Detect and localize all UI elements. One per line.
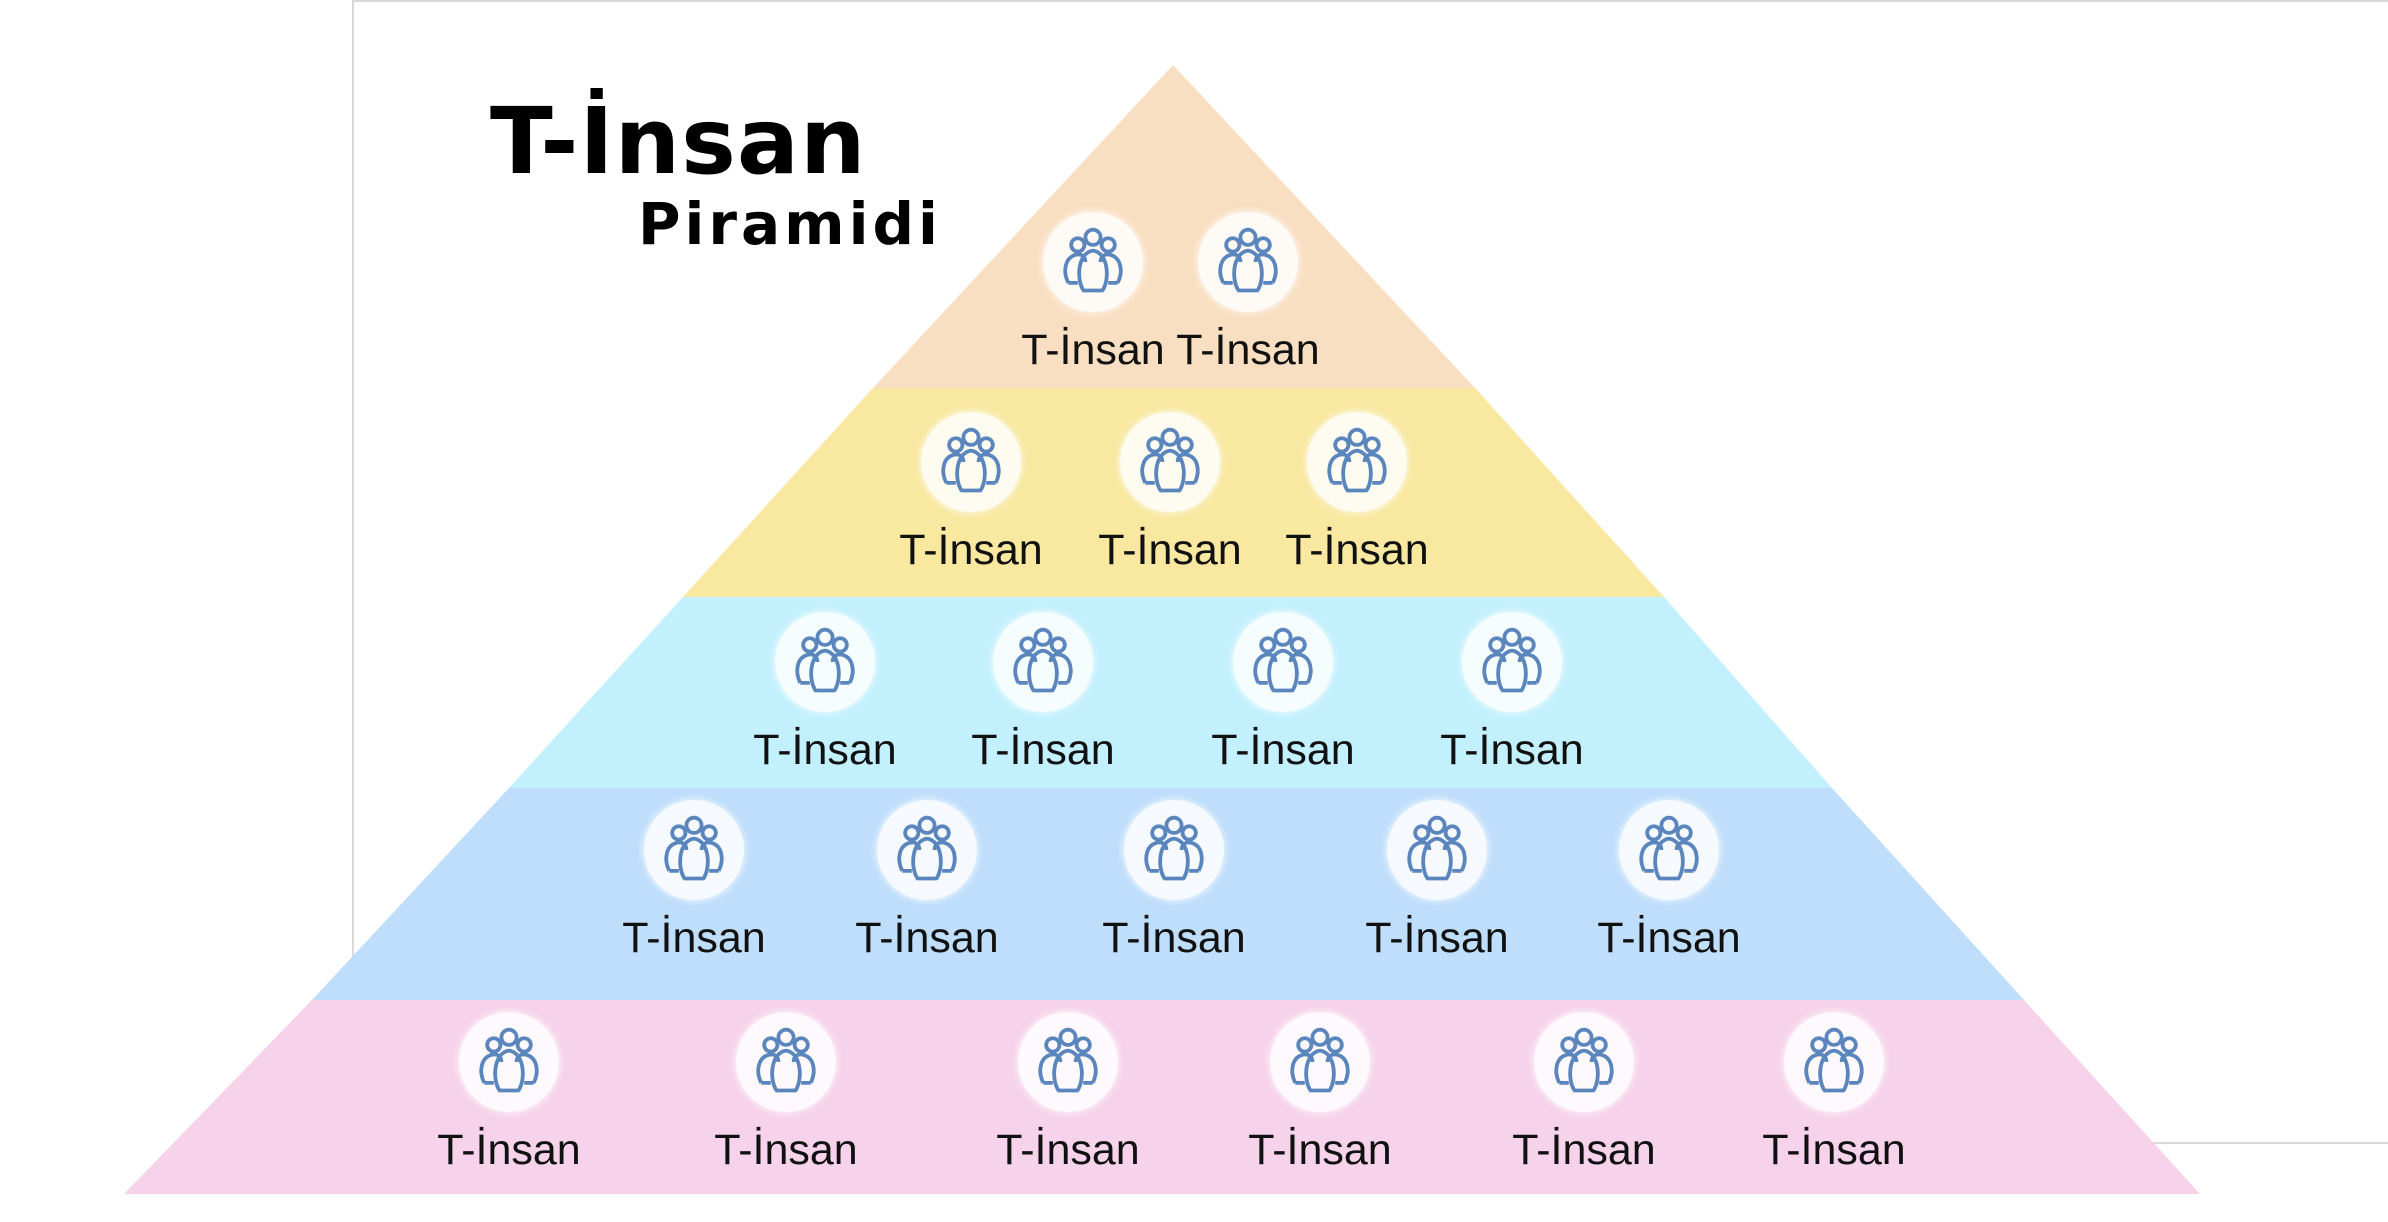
people-group-icon <box>1534 1012 1634 1112</box>
node-label: T-İnsan <box>899 526 1043 574</box>
node-label: T-İnsan <box>622 914 766 962</box>
node-label: T-İnsan <box>855 914 999 962</box>
node-label: T-İnsan <box>1762 1126 1906 1174</box>
people-group-icon <box>1124 800 1224 900</box>
pyramid-node: T-İnsan <box>609 800 779 1010</box>
pyramid-node: T-İnsan <box>701 1012 871 1222</box>
pyramid-node: T-İnsan <box>1085 412 1255 622</box>
node-label: T-İnsan <box>1285 526 1429 574</box>
pyramid-node: T-İnsan <box>740 612 910 822</box>
node-label: T-İnsan <box>1597 914 1741 962</box>
people-group-icon <box>1043 212 1143 312</box>
node-label: T-İnsan <box>1248 1126 1392 1174</box>
diagram-subtitle: Piramidi <box>638 190 942 258</box>
node-label: T-İnsan <box>1365 914 1509 962</box>
people-group-icon <box>1784 1012 1884 1112</box>
node-label: T-İnsan <box>996 1126 1140 1174</box>
pyramid-node: T-İnsan <box>842 800 1012 1010</box>
pyramid-node: T-İnsan <box>958 612 1128 822</box>
people-group-icon <box>1307 412 1407 512</box>
pyramid-node: T-İnsan <box>1352 800 1522 1010</box>
people-group-icon <box>921 412 1021 512</box>
node-label: T-İnsan <box>1098 526 1242 574</box>
node-label: T-İnsan <box>1021 326 1165 374</box>
people-group-icon <box>736 1012 836 1112</box>
pyramid-node: T-İnsan <box>1749 1012 1919 1222</box>
people-group-icon <box>1619 800 1719 900</box>
people-group-icon <box>1387 800 1487 900</box>
pyramid-node: T-İnsan <box>1163 212 1333 422</box>
pyramid-node: T-İnsan <box>1008 212 1178 422</box>
node-label: T-İnsan <box>1512 1126 1656 1174</box>
people-group-icon <box>644 800 744 900</box>
people-group-icon <box>1270 1012 1370 1112</box>
pyramid-node: T-İnsan <box>1427 612 1597 822</box>
pyramid-node: T-İnsan <box>424 1012 594 1222</box>
people-group-icon <box>459 1012 559 1112</box>
pyramid-node: T-İnsan <box>1584 800 1754 1010</box>
pyramid-node: T-İnsan <box>1089 800 1259 1010</box>
people-group-icon <box>993 612 1093 712</box>
node-label: T-İnsan <box>714 1126 858 1174</box>
node-label: T-İnsan <box>437 1126 581 1174</box>
node-label: T-İnsan <box>1211 726 1355 774</box>
pyramid-node: T-İnsan <box>1499 1012 1669 1222</box>
node-label: T-İnsan <box>1440 726 1584 774</box>
tier-band-5 <box>124 1000 2200 1194</box>
people-group-icon <box>1018 1012 1118 1112</box>
diagram-title: T-İnsan <box>490 88 867 195</box>
pyramid-node: T-İnsan <box>1272 412 1442 622</box>
node-label: T-İnsan <box>753 726 897 774</box>
node-label: T-İnsan <box>1176 326 1320 374</box>
pyramid-node: T-İnsan <box>1198 612 1368 822</box>
tier-band-3 <box>509 597 1832 788</box>
people-group-icon <box>1462 612 1562 712</box>
node-label: T-İnsan <box>1102 914 1246 962</box>
pyramid-node: T-İnsan <box>983 1012 1153 1222</box>
people-group-icon <box>1233 612 1333 712</box>
people-group-icon <box>877 800 977 900</box>
people-group-icon <box>1198 212 1298 312</box>
people-group-icon <box>1120 412 1220 512</box>
tier-band-1 <box>873 65 1475 388</box>
node-label: T-İnsan <box>971 726 1115 774</box>
pyramid-node: T-İnsan <box>1235 1012 1405 1222</box>
pyramid-node: T-İnsan <box>886 412 1056 622</box>
people-group-icon <box>775 612 875 712</box>
